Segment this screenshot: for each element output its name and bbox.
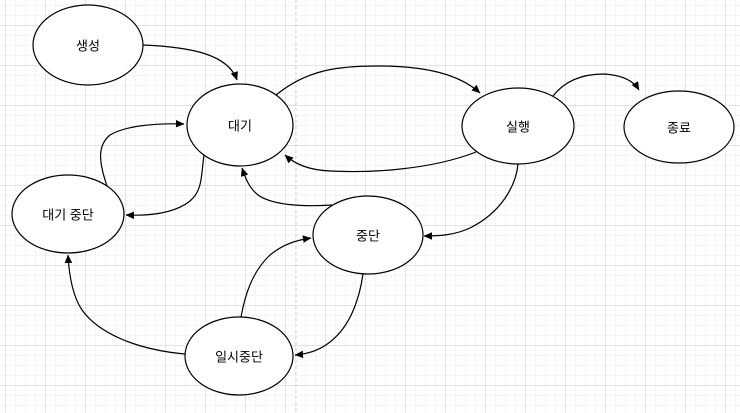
node-ready-ellipse[interactable] <box>186 83 294 167</box>
edge-running-to-blocked[interactable] <box>423 163 519 240</box>
node-suspended[interactable]: 일시중단 <box>184 316 294 396</box>
node-running[interactable]: 실행 <box>461 87 575 165</box>
node-created[interactable]: 생성 <box>32 4 144 86</box>
node-terminated-label: 종료 <box>667 121 691 136</box>
node-created-label: 생성 <box>76 39 100 54</box>
node-wait-blocked[interactable]: 대기 중단 <box>11 174 125 254</box>
edge-ready-to-running[interactable] <box>275 65 481 96</box>
node-blocked-ellipse[interactable] <box>312 195 424 275</box>
edge-ready-to-wait-blocked[interactable] <box>125 154 205 220</box>
node-wait-blocked-label: 대기 중단 <box>42 208 93 223</box>
edge-suspended-to-wait-blocked[interactable] <box>64 254 186 355</box>
edge-blocked-to-ready[interactable] <box>240 167 333 207</box>
edge-suspended-to-blocked[interactable] <box>240 235 312 318</box>
edge-wait-blocked-to-ready[interactable] <box>100 119 185 187</box>
node-ready-label: 대기 <box>228 119 252 134</box>
node-suspended-ellipse[interactable] <box>184 316 294 396</box>
edge-created-to-ready[interactable] <box>142 44 238 81</box>
node-terminated-ellipse[interactable] <box>623 90 735 164</box>
edge-running-to-terminated[interactable] <box>552 73 640 97</box>
node-ready[interactable]: 대기 <box>186 83 294 167</box>
edge-blocked-to-suspended[interactable] <box>294 273 364 359</box>
node-suspended-label: 일시중단 <box>215 350 263 365</box>
edge-running-to-ready[interactable] <box>284 151 477 173</box>
node-blocked-label: 중단 <box>356 229 380 244</box>
node-wait-blocked-ellipse[interactable] <box>11 174 125 254</box>
node-blocked[interactable]: 중단 <box>312 195 424 275</box>
node-running-label: 실행 <box>506 120 530 135</box>
node-terminated[interactable]: 종료 <box>623 90 735 164</box>
